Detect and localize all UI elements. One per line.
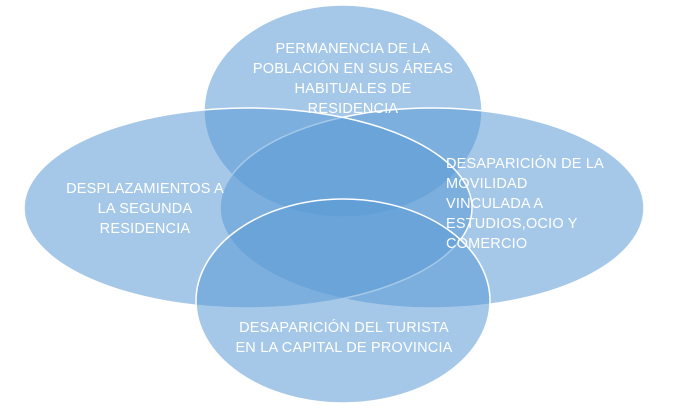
label-line: ESTUDIOS,OCIO Y	[446, 216, 578, 232]
label-desaparicion-turista: DESAPARICIÓN DEL TURISTA EN LA CAPITAL D…	[196, 318, 492, 358]
label-line: PERMANENCIA DE LA	[275, 41, 431, 57]
label-line: VINCULADA A	[446, 196, 544, 212]
label-permanencia: PERMANENCIA DE LA POBLACIÓN EN SUS ÁREAS…	[228, 39, 478, 119]
ellipse-desaparicion-turista	[195, 198, 491, 404]
label-line: RESIDENCIA	[99, 221, 191, 237]
label-line: DESPLAZAMIENTOS A	[66, 181, 224, 197]
label-line: HABITUALES DE	[294, 81, 412, 97]
label-line: COMERCIO	[446, 236, 528, 252]
label-line: MOVILIDAD	[446, 176, 528, 192]
label-line: DESAPARICIÓN DE LA	[446, 156, 605, 172]
label-desaparicion-movilidad: DESAPARICIÓN DE LA MOVILIDAD VINCULADA A…	[446, 154, 656, 254]
label-line: LA SEGUNDA	[97, 201, 193, 217]
label-line: DESAPARICIÓN DEL TURISTA	[239, 320, 449, 336]
label-line: RESIDENCIA	[307, 101, 399, 117]
label-line: EN LA CAPITAL DE PROVINCIA	[235, 340, 453, 356]
label-line: POBLACIÓN EN SUS ÁREAS	[252, 61, 454, 77]
label-desplazamientos: DESPLAZAMIENTOS A LA SEGUNDA RESIDENCIA	[40, 179, 250, 239]
